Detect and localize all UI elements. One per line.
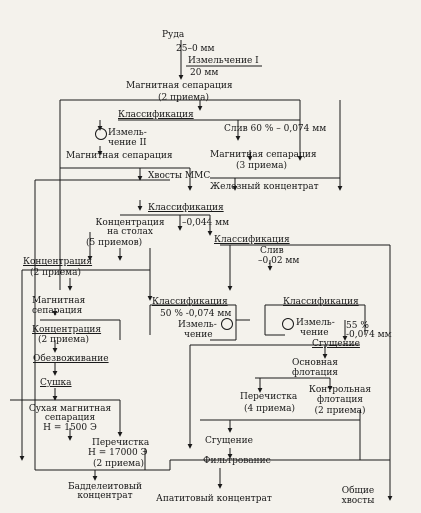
magsep1-stages-label: (2 приема) [158,93,210,103]
grinding1-label: Измельчение I [188,56,259,66]
table-conc-label-b: на столах [107,227,153,237]
classif1-label: Классификация [118,110,194,120]
overflow2-label-b: –0,02 мм [258,256,300,266]
classif2-label: Классификация [148,203,224,213]
size-55-label-a: 55 % [346,321,369,331]
grinding4-circle [282,318,294,330]
overflow2-label-a: Слив [260,246,284,256]
grinding3-circle [221,318,233,330]
cleaning2-stages-label: (2 приема) [93,459,145,469]
magsep4-label-a: Магнитная [32,296,86,306]
general-tails-label-a: Общие [341,486,375,496]
grinding1-size-label: 20 мм [190,68,219,78]
iron-conc-label: Железный концентрат [210,182,319,192]
field1-label: H = 1500 Э [43,423,97,433]
filtering-label: Фильтрование [203,456,272,466]
classif4-label: Классификация [152,297,228,307]
dry-magsep-label-b: сепарация [44,413,96,423]
magsep1-label: Магнитная сепарация [126,81,233,91]
field2-label: H = 17000 Э [88,448,148,458]
magsep3-label: Магнитная сепарация [210,150,317,160]
grinding3-label-b: чение [184,330,213,340]
conc3-label: Концентрация [32,325,102,335]
conc3-stages-label: (2 приема) [38,335,90,345]
table-conc-label-a: Концентрация [95,218,165,228]
thickening2-label: Сгущение [205,436,253,446]
ore-size-label: 25–0 мм [176,44,215,54]
grinding4-label-b: чение [300,328,329,338]
cleaning1-stages-label: (4 приема) [244,404,296,414]
overflow1-label: Слив 60 % – 0,074 мм [224,124,327,134]
badd-conc-label-b: концентрат [77,491,133,501]
control-flot-label-b: флотация [317,395,363,405]
size-044-label: –0,044 мм [182,218,230,228]
conc2-label: Концентрация [23,257,93,267]
control-flot-stages-label: (2 приема) [314,406,366,416]
magsep4-label-b: сепарация [32,306,83,316]
magsep3-stages-label: (3 приема) [236,161,288,171]
basic-flot-label-a: Основная [292,358,338,368]
mms-tails-label: Хвосты ММС [148,171,211,181]
grinding2-label-a: Измель- [108,128,147,138]
size-55-label-b: -0,074 мм [346,330,392,340]
grinding4-label-a: Измель- [296,318,335,328]
badd-conc-label-a: Бадделеитовый [67,482,143,492]
classif5-label: Классификация [283,297,359,307]
dewatering-label: Обезвоживание [33,354,109,364]
grinding2-circle [95,128,107,140]
classif3-label: Классификация [214,235,290,245]
thickening1-label: Сгущение [312,339,360,349]
apatite-conc-label: Апатитовый концентрат [156,494,272,504]
grinding2-label-b: чение II [108,138,147,148]
cleaning1-label: Перечистка [240,392,298,402]
control-flot-label-a: Контрольная [308,385,372,395]
dry-magsep-label-a: Сухая магнитная [28,404,112,414]
cleaning2-label: Перечистка [92,438,150,448]
ore-label: Руда [162,30,185,40]
table-conc-stages-label: (5 приемов) [86,238,143,248]
magsep2-label: Магнитная сепарация [66,151,173,161]
drying-label: Сушка [40,378,72,388]
general-tails-label-b: хвосты [341,496,375,506]
basic-flot-label-b: флотация [292,368,338,378]
grinding3-label-a: Измель- [178,320,217,330]
size-50-label: 50 % -0,074 мм [160,309,232,319]
conc2-stages-label: (2 приема) [30,268,82,278]
